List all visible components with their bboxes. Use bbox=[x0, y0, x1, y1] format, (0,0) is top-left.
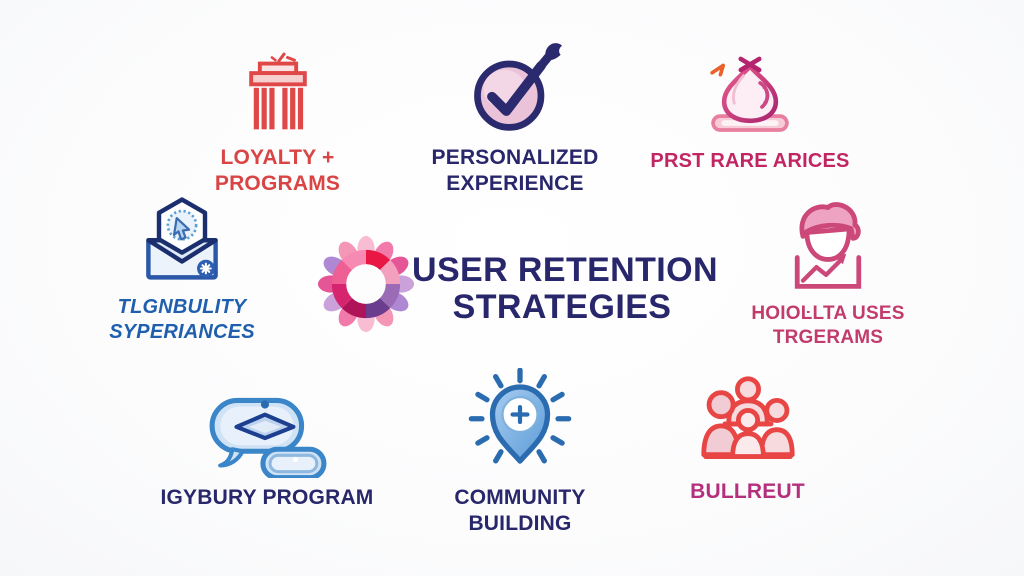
strategy-label: TLGNBULITY SYPERIANCES bbox=[109, 295, 255, 344]
label-line-2: TRGERAMS bbox=[772, 326, 884, 348]
label-line-1: PRST RARE ARICES bbox=[650, 150, 850, 172]
label-line-2: BUILDING bbox=[468, 512, 572, 536]
strategy-personalized-experience: PERSONALIZED EXPERIENCE bbox=[415, 38, 615, 196]
location-pin-rays-icon bbox=[468, 368, 572, 464]
strategy-label: PRST RARE ARICES bbox=[650, 149, 849, 174]
strategy-loyalty-programs: LOYALTY + PROGRAMS bbox=[175, 48, 380, 196]
strategy-label: COMMUNITY BUILDING bbox=[454, 485, 585, 536]
strategy-hoiollta-uses-trgerams: HOIOĿLTA USES TRGERAMS bbox=[728, 196, 928, 350]
label-line-1: COMMUNITY bbox=[454, 486, 586, 509]
strategy-community-building: COMMUNITY BUILDING bbox=[420, 368, 620, 536]
onion-pencil-icon bbox=[710, 56, 789, 132]
flower-ring-icon bbox=[317, 235, 415, 333]
label-line-2: EXPERIENCE bbox=[446, 172, 584, 196]
strategy-label: BULLREUT bbox=[690, 479, 805, 505]
strategy-bullreut: BULLREUT bbox=[645, 372, 850, 505]
bank-columns-icon bbox=[248, 52, 307, 130]
target-check-icon bbox=[474, 43, 563, 131]
strategy-label: PERSONALIZED EXPERIENCE bbox=[432, 145, 599, 196]
strategy-label: HOIOĿLTA USES TRGERAMS bbox=[751, 303, 904, 350]
people-group-icon bbox=[700, 376, 795, 460]
label-line-2: SYPERIANCES bbox=[109, 321, 255, 343]
label-line-1: PERSONALIZED bbox=[431, 146, 599, 169]
title-line-1: USER RETENTION bbox=[412, 251, 718, 289]
label-line-1: HOIOĿLTA USES bbox=[751, 303, 905, 324]
title-line-2: STRATEGIES bbox=[452, 288, 672, 327]
strategy-igybury-program: IGYBURY PROGRAM bbox=[152, 392, 382, 511]
open-envelope-hexagon-icon bbox=[146, 197, 218, 280]
person-growth-chart-icon bbox=[794, 202, 862, 289]
label-line-2: PROGRAMS bbox=[214, 172, 341, 196]
strategy-label: LOYALTY + PROGRAMS bbox=[215, 145, 340, 196]
label-line-1: TLGNBULITY bbox=[117, 296, 247, 318]
chat-bubbles-icon bbox=[209, 397, 327, 478]
label-line-1: BULLREUT bbox=[690, 480, 805, 503]
strategy-label: IGYBURY PROGRAM bbox=[160, 485, 373, 511]
page-title: USER RETENTION STRATEGIES bbox=[412, 251, 718, 327]
label-line-1: LOYALTY + bbox=[220, 146, 335, 169]
label-line-1: IGYBURY PROGRAM bbox=[160, 486, 374, 509]
strategy-tlgnbulity-syperiances: TLGNBULITY SYPERIANCES bbox=[82, 196, 282, 344]
strategy-prst-rare-arices: PRST RARE ARICES bbox=[640, 46, 860, 174]
